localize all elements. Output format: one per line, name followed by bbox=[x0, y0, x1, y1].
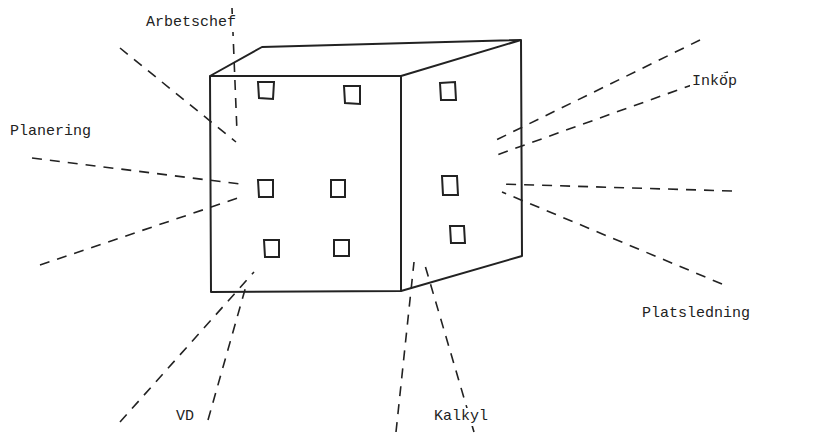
leader-line bbox=[424, 262, 474, 432]
window bbox=[264, 240, 279, 257]
label: Inköp bbox=[690, 73, 739, 91]
window bbox=[344, 86, 360, 104]
leader-line bbox=[32, 158, 240, 184]
leader-line bbox=[120, 48, 236, 142]
label: Planering bbox=[8, 123, 93, 141]
label: VD bbox=[174, 408, 196, 426]
side-face bbox=[401, 40, 522, 291]
window bbox=[258, 82, 274, 99]
label: Arbetschef bbox=[144, 14, 238, 32]
leader-line bbox=[40, 198, 238, 265]
window bbox=[442, 176, 458, 195]
leader-line bbox=[500, 184, 732, 191]
cube bbox=[210, 40, 522, 292]
leader-line bbox=[502, 192, 722, 284]
top-face bbox=[210, 40, 521, 76]
window bbox=[258, 180, 273, 197]
leader-line bbox=[208, 286, 246, 420]
window bbox=[331, 180, 345, 197]
leader-line bbox=[120, 272, 254, 422]
front-face bbox=[210, 76, 401, 292]
label: Platsledning bbox=[640, 305, 752, 323]
window bbox=[440, 82, 456, 100]
label: Kalkyl bbox=[432, 408, 490, 426]
window bbox=[450, 226, 465, 243]
leader-lines bbox=[32, 8, 732, 432]
window bbox=[334, 240, 349, 256]
leader-line bbox=[492, 40, 700, 142]
leader-line bbox=[396, 262, 414, 432]
windows bbox=[258, 82, 465, 257]
